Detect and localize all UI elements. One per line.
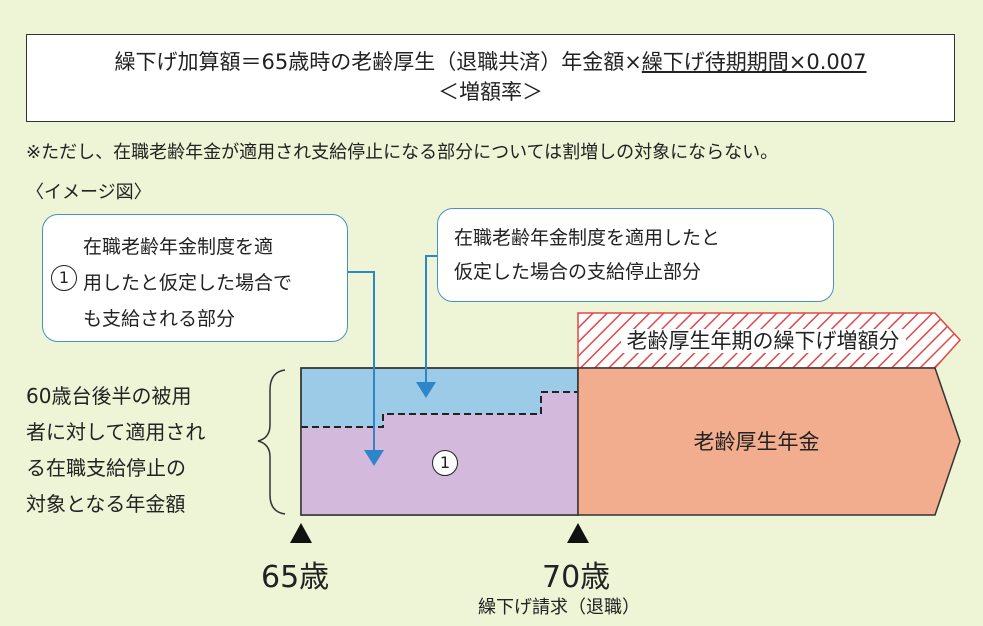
pension-shape: [577, 367, 961, 516]
callout2-line: 在職老齢年金制度を適用したと: [454, 227, 721, 249]
callout-paid-portion: 1 在職老齢年金制度を適 用したと仮定した場合で も支給される部分: [42, 214, 348, 342]
left-description-line: 60歳台後半の被用: [26, 384, 192, 408]
callout2-line: 仮定した場合の支給停止部分: [454, 261, 702, 283]
marker-circle: 1: [51, 265, 77, 291]
callout2-arrowhead: [416, 382, 436, 398]
left-brace: [257, 369, 286, 515]
left-description-line: 者に対して適用され: [26, 420, 206, 444]
callout1-arrowhead: [364, 450, 384, 466]
callout1-pointer: [348, 271, 375, 452]
callout2-pointer: [425, 255, 437, 384]
formula-box: 繰下げ加算額＝65歳時の老齢厚生（退職共済）年金額×繰下げ待期期間×0.007 …: [26, 34, 955, 122]
deferral-banner-label: 老齢厚生年期の繰下げ増額分: [620, 329, 906, 353]
left-description-line: 対象となる年金額: [26, 492, 186, 516]
chart-marker-circle: 1: [432, 450, 458, 476]
rate-label: ＜増額率＞: [438, 80, 543, 104]
age65-marker: [290, 523, 312, 543]
callout1-line: 用したと仮定した場合で: [83, 272, 293, 294]
image-label: 〈イメージ図〉: [26, 182, 152, 203]
age65-label: 65歳: [261, 560, 330, 595]
age70-marker: [567, 523, 589, 543]
formula-line1: 繰下げ加算額＝65歳時の老齢厚生（退職共済）年金額×繰下げ待期期間×0.007: [27, 47, 954, 77]
left-description: 60歳台後半の被用 者に対して適用され る在職支給停止の 対象となる年金額: [26, 378, 205, 522]
callout-stopped-portion: 在職老齢年金制度を適用したと 仮定した場合の支給停止部分: [437, 208, 834, 302]
age70-label: 70歳: [542, 560, 611, 595]
footnote: ※ただし、在職老齢年金が適用され支給停止になる部分については割増しの対象にならな…: [26, 142, 779, 163]
callout1-text: 在職老齢年金制度を適 用したと仮定した場合で も支給される部分: [83, 229, 292, 337]
deferral-banner: 老齢厚生年期の繰下げ増額分: [578, 325, 948, 359]
left-description-line: る在職支給停止の: [26, 456, 186, 480]
formula-text: 繰下げ加算額＝65歳時の老齢厚生（退職共済）年金額×: [114, 50, 642, 74]
callout1-line: 在職老齢年金制度を適: [83, 236, 274, 258]
callout1-line: も支給される部分: [83, 308, 236, 330]
age70-sublabel: 繰下げ請求（退職）: [478, 597, 640, 618]
pension-label: 老齢厚生年金: [693, 430, 820, 454]
callout2-text: 在職老齢年金制度を適用したと 仮定した場合の支給停止部分: [454, 221, 720, 289]
formula-underlined-term: 繰下げ待期期間×0.007: [641, 50, 867, 74]
stepped-boundary-line: [301, 391, 578, 428]
